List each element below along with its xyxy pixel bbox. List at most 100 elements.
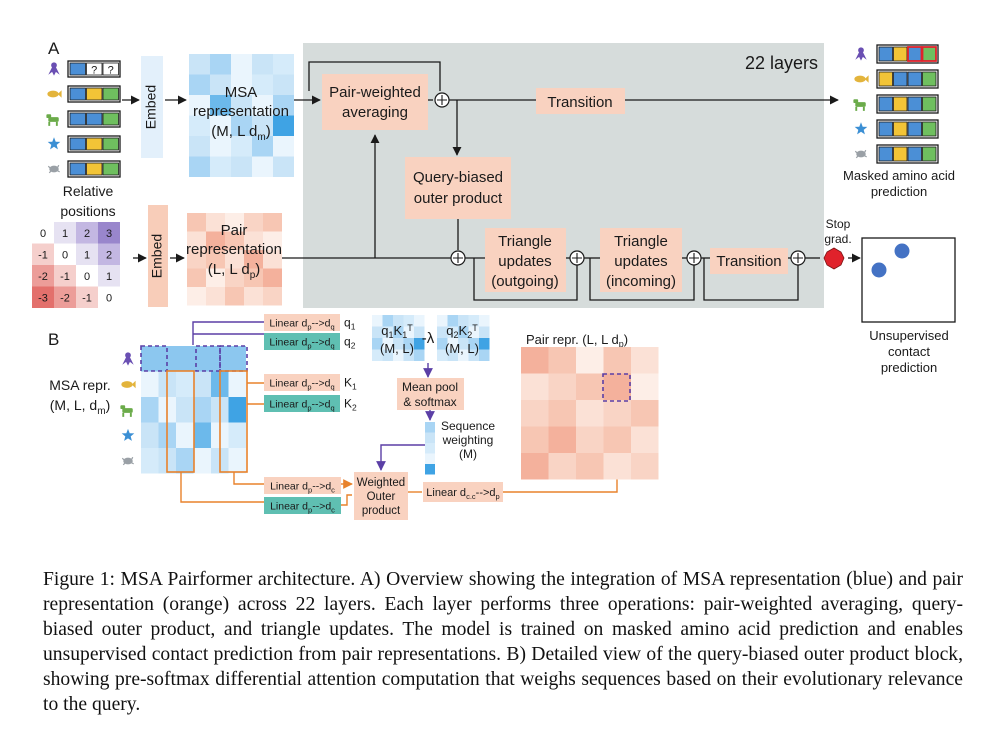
attention-cell	[437, 315, 448, 327]
pair-cell	[576, 373, 604, 400]
attention-cell	[458, 349, 469, 361]
pair-cell	[187, 213, 206, 232]
svg-text:(M, L dm): (M, L dm)	[211, 123, 270, 143]
pair-cell	[631, 373, 659, 400]
msa-representation-label: MSA representation (M, L dm)	[193, 84, 289, 143]
relative-position-value: 3	[106, 228, 112, 240]
stop-gradient-icon	[823, 247, 845, 270]
relative-position-cell	[76, 265, 98, 287]
pair-cell	[521, 373, 549, 400]
attention-cell	[382, 315, 393, 327]
attention-cell	[382, 338, 393, 350]
residue-cell	[893, 96, 908, 112]
masked-token: ?	[108, 65, 114, 77]
weight-cell	[425, 453, 435, 464]
pair-entry-highlight	[602, 373, 631, 402]
attention-cell	[403, 326, 414, 338]
relative-position-value: -1	[82, 293, 92, 305]
sequence-weighting-vector	[425, 422, 435, 475]
plus-sign	[572, 253, 582, 263]
msa-cell	[189, 136, 210, 157]
relative-position-value: 2	[106, 250, 112, 262]
attention-cell	[382, 326, 393, 338]
msa-cell	[176, 422, 194, 448]
pair-cell	[603, 347, 631, 374]
msa-cell	[189, 115, 210, 136]
panel-b-label: B	[48, 330, 59, 349]
svg-text:Sequence: Sequence	[441, 419, 495, 433]
msa-cell	[189, 156, 210, 177]
residue-cell	[878, 46, 893, 62]
dog-icon	[853, 99, 859, 104]
attention-cell	[393, 326, 404, 338]
pair-cell	[521, 400, 549, 427]
msa-embed-label: Embed	[143, 85, 159, 129]
pair-cell	[576, 426, 604, 453]
svg-text:grad.: grad.	[824, 232, 851, 246]
attention-cell	[372, 338, 383, 350]
relative-position-value: 1	[106, 271, 112, 283]
architecture-figure: A 22 layers ?? Embed MSA representation …	[32, 39, 956, 520]
projection-output-label: K2	[344, 397, 357, 413]
relative-position-value: 2	[84, 228, 90, 240]
svg-text:contact: contact	[888, 344, 930, 359]
msa-cell	[210, 156, 231, 177]
residue-cell	[102, 162, 119, 176]
relative-position-cell	[98, 286, 120, 308]
bottom-transition-block	[710, 248, 788, 274]
msa-representation-grid	[189, 54, 294, 177]
residue-cell	[102, 62, 119, 76]
relative-position-cell	[76, 222, 98, 244]
msa-cell	[141, 448, 159, 474]
residue-cell	[86, 162, 103, 176]
residue-cell	[86, 87, 103, 101]
weight-cell	[425, 422, 435, 433]
relative-position-cell	[32, 286, 54, 308]
attention-cell	[447, 338, 458, 350]
relative-position-cell	[98, 243, 120, 265]
weighted-outer-product-block	[354, 472, 408, 520]
msa-cell	[252, 95, 273, 116]
pair-cell	[225, 231, 244, 250]
msa-cell	[210, 136, 231, 157]
attention-cell	[479, 338, 490, 350]
pair-cell	[244, 250, 263, 269]
dog-icon	[855, 106, 865, 111]
bacteria-icon	[47, 164, 60, 174]
attention-cell	[393, 338, 404, 350]
star-icon	[121, 428, 135, 441]
attention-cell	[437, 326, 448, 338]
relative-position-cell	[32, 222, 54, 244]
contact-dot	[871, 262, 887, 278]
pair-cell	[576, 453, 604, 480]
attention-cell	[458, 338, 469, 350]
svg-text:(M): (M)	[459, 447, 477, 461]
linear-cc-to-p-block	[423, 482, 503, 502]
minus-lambda-label: -λ	[422, 330, 435, 347]
query-biased-outer-product-block	[405, 157, 511, 219]
msa-cell	[231, 74, 252, 95]
pair-cell	[548, 373, 576, 400]
star-icon	[47, 137, 61, 150]
pair-cell	[263, 268, 282, 287]
attention-cell	[437, 349, 448, 361]
pair-cell	[187, 250, 206, 269]
residue-cell	[922, 121, 937, 137]
attention-cell	[414, 338, 425, 350]
pair-cell	[206, 213, 225, 232]
msa-cell	[231, 156, 252, 177]
fish-icon	[47, 90, 59, 98]
svg-text:MSA: MSA	[225, 84, 258, 101]
pair-cell	[225, 268, 244, 287]
attention-cell	[468, 349, 479, 361]
fish-icon	[864, 75, 869, 83]
plus-sign	[689, 253, 699, 263]
pair-cell	[244, 213, 263, 232]
svg-text:(M, L, dm): (M, L, dm)	[50, 397, 110, 417]
linear-projection-label: Linear dp-->dq	[269, 378, 334, 392]
svg-text:representation: representation	[193, 103, 289, 120]
linear-projection-block	[264, 314, 340, 331]
